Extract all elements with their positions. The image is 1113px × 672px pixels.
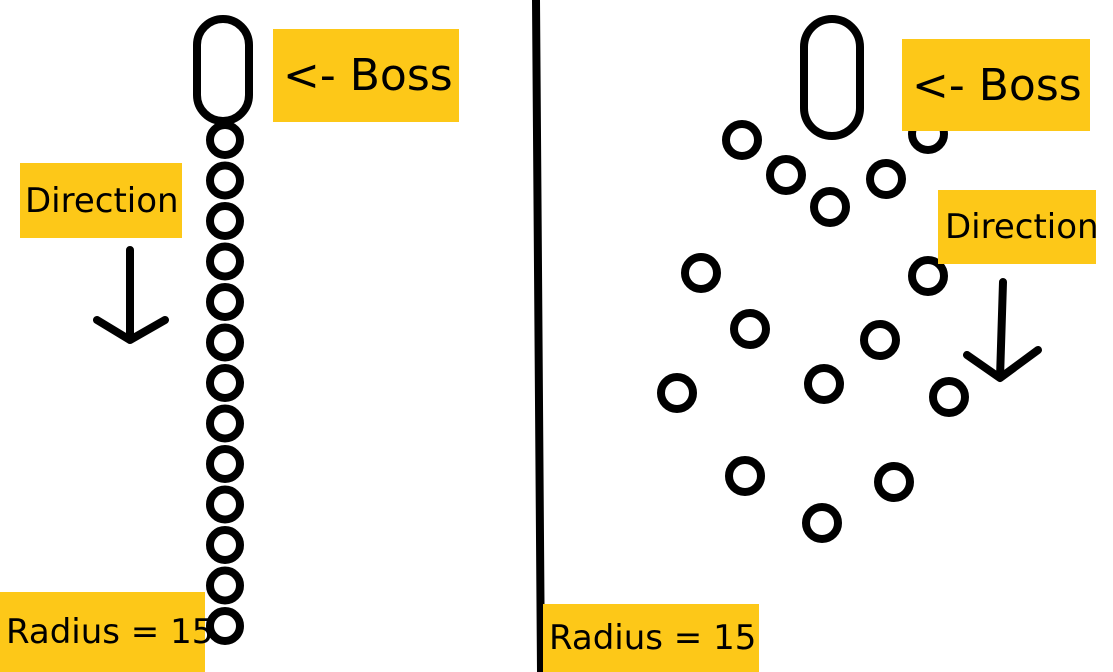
scattered-circle [810,187,850,227]
left-boss-label: <- Boss [273,29,459,122]
scattered-circle [908,256,948,296]
chain-circle [206,323,244,362]
chain-circle [206,485,244,524]
chain-circle [206,202,244,240]
right-radius-label: Radius = 15 [543,604,759,672]
scattered-circle [929,377,969,417]
scattered-circle [860,320,900,360]
chain-circle [206,364,244,402]
scattered-circle [725,456,765,496]
left-direction-label: Direction [20,163,182,238]
chain-circle [206,161,244,200]
center-divider-line [532,0,545,672]
scattered-circle [866,159,906,199]
chain-circle [206,607,244,645]
scattered-circle [730,309,770,349]
chain-circle [206,121,244,159]
right-direction-arrow [963,278,1042,382]
scattered-circle [804,364,844,404]
chain-circle [206,566,244,605]
chain-circle [206,242,244,281]
left-direction-arrow [93,246,169,344]
boss-shape [800,15,864,140]
chain-circle [206,445,244,483]
left-radius-label: Radius = 15 [0,592,213,672]
right-boss-label: <- Boss [902,39,1090,131]
right-direction-label: Direction [938,190,1099,264]
scattered-circle [681,253,721,293]
scattered-circle [802,503,842,543]
chain-circle [206,526,244,564]
scattered-circle [874,462,914,502]
chain-circle [206,404,244,443]
boss-shape [193,15,253,125]
scattered-circle [722,120,762,160]
chain-circle [206,283,244,321]
scattered-circle [766,155,806,195]
scattered-circle [657,373,697,413]
